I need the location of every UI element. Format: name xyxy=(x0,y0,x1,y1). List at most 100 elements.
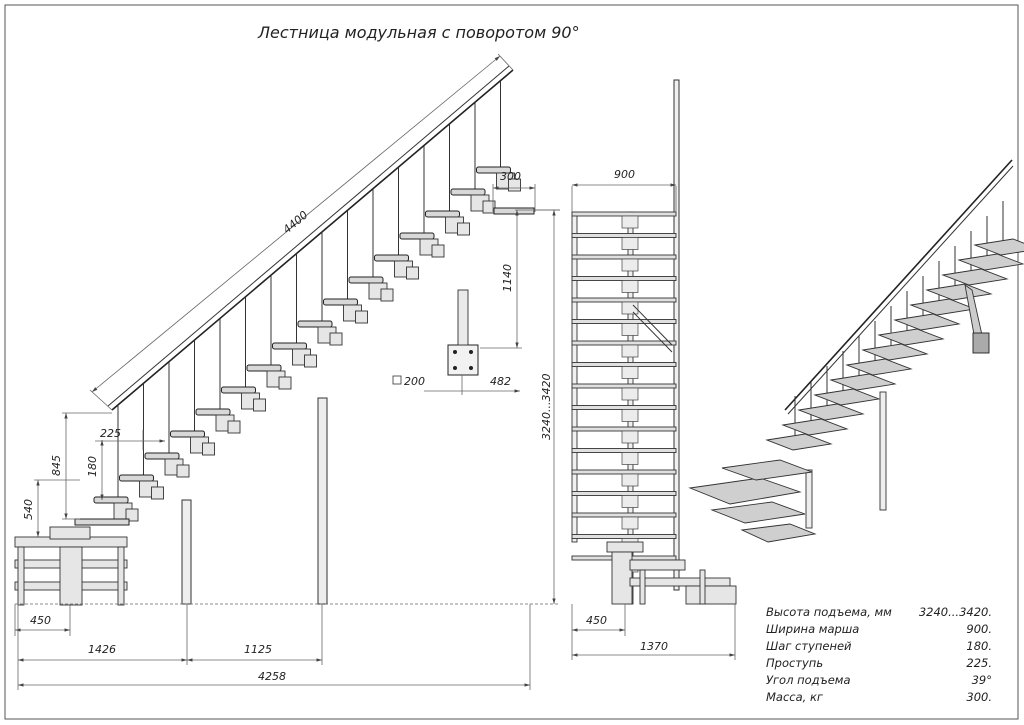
tread xyxy=(119,474,154,482)
dim-rail-length: 4400 xyxy=(281,208,311,236)
iso-tread xyxy=(813,388,881,406)
dim-top-offset: 300 xyxy=(500,170,521,183)
step-module-joint xyxy=(253,398,266,412)
spec-label: Ширина марша xyxy=(766,622,859,636)
side-tread xyxy=(571,491,677,496)
side-tread xyxy=(571,276,677,281)
side-module xyxy=(621,323,639,336)
dim-side-450: 450 xyxy=(586,614,607,627)
tread xyxy=(93,496,129,504)
side-module xyxy=(621,516,639,530)
iso-tread xyxy=(957,253,1024,271)
side-tread xyxy=(571,340,677,346)
side-tread xyxy=(571,319,677,324)
side-module xyxy=(621,473,639,487)
iso-tread xyxy=(877,328,945,346)
step-module-joint xyxy=(457,222,470,236)
drawing-border xyxy=(4,4,1019,720)
side-tread xyxy=(571,297,677,303)
spec-label: Высота подъема, мм xyxy=(766,605,892,619)
side-module xyxy=(621,344,639,358)
side-module xyxy=(621,215,639,229)
landing-module xyxy=(14,518,130,606)
tread xyxy=(399,232,435,240)
tread xyxy=(272,342,307,350)
dim-rail-540: 540 xyxy=(22,499,35,520)
tread xyxy=(374,254,409,262)
front-elevation xyxy=(14,65,535,606)
dim-top-width: 900 xyxy=(614,168,635,181)
support-column-2 xyxy=(317,397,328,605)
tread xyxy=(144,452,180,460)
tread xyxy=(246,364,282,372)
iso-tread xyxy=(781,418,849,436)
side-tread xyxy=(571,254,677,260)
side-module xyxy=(621,387,639,401)
isometric-view xyxy=(688,159,1024,543)
step-module-joint xyxy=(355,310,368,324)
side-tread xyxy=(571,534,677,539)
dim-total-height: 3240...3420 xyxy=(540,374,553,440)
spec-label: Шаг ступеней xyxy=(766,639,852,653)
dim-step-180: 180 xyxy=(86,456,99,477)
iso-tread xyxy=(973,238,1024,256)
tread xyxy=(297,320,333,328)
wall-plate xyxy=(447,344,479,376)
tread xyxy=(195,408,231,416)
spec-table: Высота подъема, мм 3240...3420. Ширина мар… xyxy=(766,605,992,704)
spec-value: 900. xyxy=(966,622,992,636)
spec-label: Масса, кг xyxy=(766,690,824,704)
step-module-joint xyxy=(227,420,241,434)
side-tread xyxy=(571,362,677,367)
step-module-joint xyxy=(406,266,419,280)
dim-upper-height: 1140 xyxy=(501,264,514,292)
side-tread xyxy=(571,405,677,410)
front-dimensions: 4400 300 1140 200 482 3240...3420 225 84… xyxy=(14,53,560,690)
spec-label: Проступь xyxy=(766,656,823,670)
dim-side-1370: 1370 xyxy=(640,640,668,653)
step-module-joint xyxy=(176,464,190,478)
step-module-joint xyxy=(304,354,317,368)
step-module-joint xyxy=(202,442,215,456)
drawing-title: Лестница модульная с поворотом 90° xyxy=(257,23,580,42)
dim-left-450: 450 xyxy=(30,614,51,627)
tread xyxy=(170,430,205,438)
dim-plate-offset: 482 xyxy=(490,375,511,388)
side-module xyxy=(621,280,639,293)
iso-tread xyxy=(925,283,993,301)
iso-tread xyxy=(845,358,913,376)
dim-seg-1426: 1426 xyxy=(88,643,116,656)
tread xyxy=(323,298,358,306)
side-module xyxy=(621,409,639,422)
dim-seg-1125: 1125 xyxy=(244,643,272,656)
side-dimensions: 900 450 1370 xyxy=(571,168,736,660)
spec-label: Угол подъема xyxy=(766,673,851,687)
dim-rail-845: 845 xyxy=(50,455,63,476)
side-tread xyxy=(571,448,677,453)
spec-value: 180. xyxy=(966,639,992,653)
iso-tread xyxy=(941,268,1009,286)
step-module-joint xyxy=(125,508,139,522)
side-module xyxy=(621,495,639,508)
side-tread xyxy=(571,426,677,432)
side-module xyxy=(621,301,639,315)
step-module-joint xyxy=(380,288,394,302)
side-tread xyxy=(571,211,677,217)
side-tread xyxy=(571,383,677,389)
side-module xyxy=(621,430,639,444)
side-tread xyxy=(571,469,677,475)
side-module xyxy=(621,452,639,465)
side-tread xyxy=(571,512,677,518)
iso-tread xyxy=(765,433,833,451)
step-module-joint xyxy=(278,376,292,390)
spec-value: 3240...3420. xyxy=(919,605,992,619)
side-treads xyxy=(571,211,677,573)
spec-value: 300. xyxy=(966,690,992,704)
iso-tread xyxy=(797,403,865,421)
top-tread xyxy=(493,207,535,215)
dim-total-4258: 4258 xyxy=(258,670,286,683)
side-elevation xyxy=(571,79,737,605)
step-module-joint xyxy=(329,332,343,346)
side-module xyxy=(621,237,639,250)
